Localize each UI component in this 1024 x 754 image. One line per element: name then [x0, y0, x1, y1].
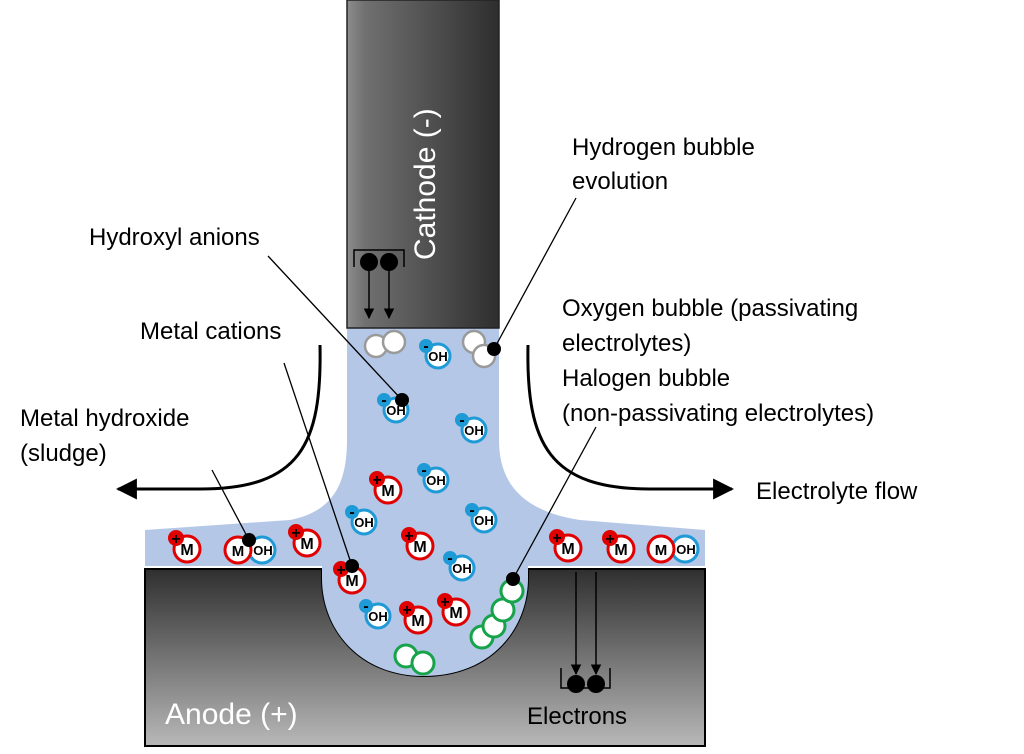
cathode-tool — [346, 0, 500, 329]
minus-sign: - — [459, 412, 464, 429]
cathode-label: Cathode (-) — [409, 108, 442, 260]
hydroxide-symbol: OH — [464, 423, 484, 438]
positive-charge — [168, 530, 184, 546]
negative-charge — [345, 505, 359, 519]
leader-dots — [242, 342, 520, 586]
hydrogen-label-line1: Hydrogen bubble — [572, 134, 755, 161]
hydroxide-anion — [424, 342, 452, 370]
hydroxide-anion — [460, 416, 488, 444]
hydroxide-symbol: OH — [253, 543, 273, 558]
minus-sign: - — [363, 598, 368, 615]
electrolyte-flow-arrows — [115, 344, 735, 500]
hydroxide-anion — [470, 506, 498, 534]
metal-symbol: M — [614, 542, 627, 559]
positive-charge — [399, 601, 415, 617]
hydroxide-symbol: OH — [676, 542, 696, 557]
minus-sign: - — [381, 392, 386, 409]
hydrogen-label-line2: evolution — [572, 168, 668, 195]
metal-symbol: M — [381, 483, 394, 500]
sludge-label-line2: (sludge) — [20, 440, 107, 467]
hydroxyl-label: Hydroxyl anions — [89, 224, 260, 251]
positive-charge — [602, 530, 618, 546]
metal-symbol: M — [232, 543, 245, 560]
hydroxide-anion — [350, 508, 378, 536]
sludge-metal — [646, 534, 676, 564]
metal-symbol: M — [411, 613, 424, 630]
metal-cations-label: Metal cations — [140, 318, 281, 345]
minus-sign: - — [421, 462, 426, 479]
positive-charge — [401, 527, 417, 543]
minus-sign: - — [423, 338, 428, 355]
minus-sign: - — [349, 504, 354, 521]
hydroxide-symbol: OH — [368, 609, 388, 624]
anode-electrons — [560, 572, 611, 693]
negative-charge — [359, 599, 373, 613]
sludge-label-line1: Metal hydroxide — [20, 405, 189, 432]
plus-sign: + — [440, 594, 449, 611]
positive-charge — [288, 524, 304, 540]
hydroxide-symbol: OH — [428, 349, 448, 364]
hydroxide-symbol: OH — [426, 473, 446, 488]
metal-symbol: M — [561, 541, 574, 558]
leader-lines — [211, 197, 597, 580]
metal-symbol: M — [655, 542, 668, 559]
halogen-bubbles — [393, 578, 525, 676]
oxygen-label-line2: electrolytes) — [562, 330, 691, 357]
electrolyte-region — [145, 328, 705, 676]
negative-charge — [465, 503, 479, 517]
metal-symbol: M — [449, 605, 462, 622]
negative-charge — [443, 551, 457, 565]
cathode-electrons — [353, 249, 405, 320]
plus-sign: + — [291, 525, 300, 542]
plus-sign: + — [404, 528, 413, 545]
negative-charge — [419, 339, 433, 353]
hydroxide-anion — [448, 554, 476, 582]
anode-label: Anode (+) — [165, 698, 298, 731]
negative-charge — [417, 463, 431, 477]
plus-sign: + — [552, 530, 561, 547]
metal-symbol: M — [300, 536, 313, 553]
hydroxide-symbol: OH — [474, 513, 494, 528]
halogen-label-line1: Halogen bubble — [562, 365, 730, 392]
ions-layer: OH-OH-OH-OH-OH-OH-OH-OH-M+M+M+M+M+M+M+M+… — [168, 338, 700, 635]
plus-sign: + — [336, 562, 345, 579]
negative-charge — [377, 393, 391, 407]
metal-symbol: M — [413, 539, 426, 556]
plus-sign: + — [402, 602, 411, 619]
hydroxide-anion — [422, 466, 450, 494]
minus-sign: - — [469, 502, 474, 519]
plus-sign: + — [372, 472, 381, 489]
plus-sign: + — [605, 531, 614, 548]
hydroxide-symbol: OH — [452, 561, 472, 576]
hydroxide-anion — [364, 602, 392, 630]
metal-symbol: M — [345, 573, 358, 590]
oxygen-label-line1: Oxygen bubble (passivating — [562, 295, 858, 322]
positive-charge — [369, 471, 385, 487]
positive-charge — [437, 593, 453, 609]
electrolyte-flow-label: Electrolyte flow — [756, 478, 918, 505]
halogen-label-line2: (non-passivating electrolytes) — [562, 400, 874, 427]
minus-sign: - — [447, 550, 452, 567]
metal-symbol: M — [180, 542, 193, 559]
electrons-label: Electrons — [527, 703, 627, 730]
positive-charge — [549, 529, 565, 545]
hydroxide-symbol: OH — [354, 515, 374, 530]
positive-charge — [333, 561, 349, 577]
negative-charge — [455, 413, 469, 427]
plus-sign: + — [171, 531, 180, 548]
